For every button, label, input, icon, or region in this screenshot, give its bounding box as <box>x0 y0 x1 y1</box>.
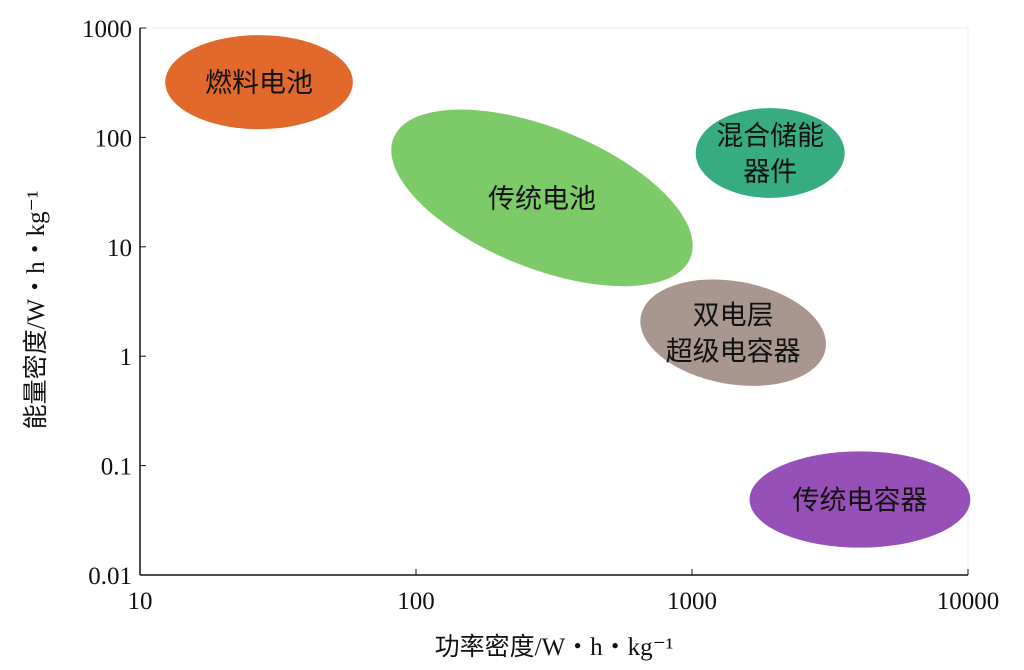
region-label: 混合储能 <box>716 121 824 152</box>
region-label: 燃料电池 <box>205 68 313 99</box>
region-1: 传统电池 <box>391 109 693 287</box>
y-tick-label: 100 <box>95 125 133 152</box>
y-tick-label: 0.01 <box>88 563 132 590</box>
region-label: 传统电池 <box>488 184 596 215</box>
x-axis-label: 功率密度/W・h・kg⁻¹ <box>435 633 674 661</box>
y-tick-label: 10 <box>107 235 132 262</box>
region-label: 超级电容器 <box>666 337 801 368</box>
region-label: 传统电容器 <box>792 485 927 516</box>
region-label: 器件 <box>743 157 797 188</box>
x-tick-label: 1000 <box>667 588 717 615</box>
ticks: 10 100 1000 10000 0.01 0.1 1 10 100 1000 <box>82 16 999 615</box>
y-axis-label: 能量密度/W・h・kg⁻¹ <box>22 191 50 430</box>
region-label: 双电层 <box>693 301 774 332</box>
x-tick-label: 10 <box>128 588 153 615</box>
region-ellipse <box>391 109 693 287</box>
y-tick-label: 1000 <box>82 16 132 43</box>
x-tick-label: 100 <box>397 588 435 615</box>
region-4: 传统电容器 <box>749 451 971 548</box>
x-tick-label: 10000 <box>937 588 1000 615</box>
region-ellipse <box>165 35 353 130</box>
region-ellipse <box>640 279 827 386</box>
region-ellipse <box>695 108 845 198</box>
y-tick-label: 0.1 <box>101 454 132 481</box>
region-ellipse <box>749 451 971 548</box>
region-0: 燃料电池 <box>165 35 353 130</box>
y-tick-label: 1 <box>120 344 133 371</box>
